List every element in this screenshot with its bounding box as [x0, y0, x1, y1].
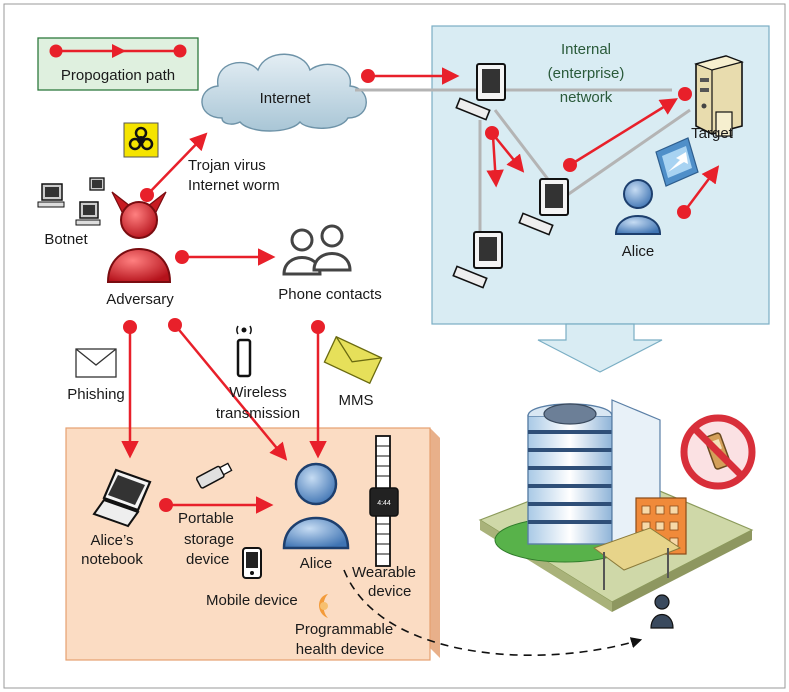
building-icon	[478, 399, 754, 612]
cloud-icon	[201, 53, 367, 132]
person-icon	[282, 462, 350, 550]
trojan-label-1: Trojan virus	[188, 157, 266, 174]
mms-label: MMS	[339, 392, 374, 409]
alice-main-label: Alice	[300, 555, 333, 572]
secure-document-icon	[655, 137, 699, 187]
internet-label: Internet	[260, 90, 312, 107]
outer-frame	[3, 3, 786, 689]
portable-label-1: Portable	[178, 510, 234, 527]
usb-drive-icon	[195, 462, 233, 489]
wearable-label-1: Wearable	[352, 564, 416, 581]
person-icon	[614, 179, 662, 235]
trojan-label-2: Internet worm	[188, 177, 280, 194]
propagation-paths	[121, 67, 720, 514]
path-nodes	[123, 69, 692, 512]
notebook-label-1: Alice’s	[90, 532, 133, 549]
laptop-icon	[92, 468, 152, 528]
health-label-2: health device	[296, 641, 384, 658]
botnet-computers-icon	[37, 177, 105, 226]
internal-label-3: network	[560, 89, 613, 106]
smartphone-icon	[242, 547, 262, 579]
health-label-1: Programmable	[295, 621, 393, 638]
local-device-panel	[65, 427, 440, 661]
watch-time-text: 4:44	[377, 500, 391, 507]
legend-label: Propogation path	[61, 67, 175, 84]
watch-icon: 4:44	[369, 435, 399, 567]
heart-rate-icon	[319, 594, 328, 618]
biohazard-icon	[123, 122, 159, 158]
botnet-label: Botnet	[44, 231, 88, 248]
server-icon	[694, 55, 744, 137]
no-phone-icon	[680, 414, 756, 490]
dashed-exfil-path	[343, 569, 643, 656]
legend: Propogation path	[37, 37, 199, 91]
mms-envelope-icon	[323, 335, 383, 385]
internal-label-2: (enterprise)	[548, 65, 625, 82]
target-label: Target	[691, 125, 734, 142]
wireless-label-2: transmission	[216, 405, 300, 422]
computer-icon	[455, 63, 506, 121]
contacts-icon	[282, 224, 352, 276]
envelope-icon	[75, 348, 117, 378]
computer-icon	[518, 178, 569, 236]
portable-label-2: storage	[184, 531, 234, 548]
internal-label-1: Internal	[561, 41, 611, 58]
devil-icon	[106, 191, 172, 283]
alice-internal-label: Alice	[622, 243, 655, 260]
portable-label-3: device	[186, 551, 229, 568]
person-icon	[650, 594, 674, 629]
mobile-device-label: Mobile device	[206, 592, 298, 609]
wearable-label-2: device	[368, 583, 411, 600]
notebook-label-2: notebook	[81, 551, 143, 568]
adversary-label: Adversary	[106, 291, 174, 308]
antenna-icon	[236, 325, 252, 378]
down-arrow	[537, 323, 663, 373]
computer-icon	[452, 231, 503, 289]
wireless-label-1: Wireless	[229, 384, 287, 401]
phone-contacts-label: Phone contacts	[278, 286, 381, 303]
phishing-label: Phishing	[67, 386, 125, 403]
